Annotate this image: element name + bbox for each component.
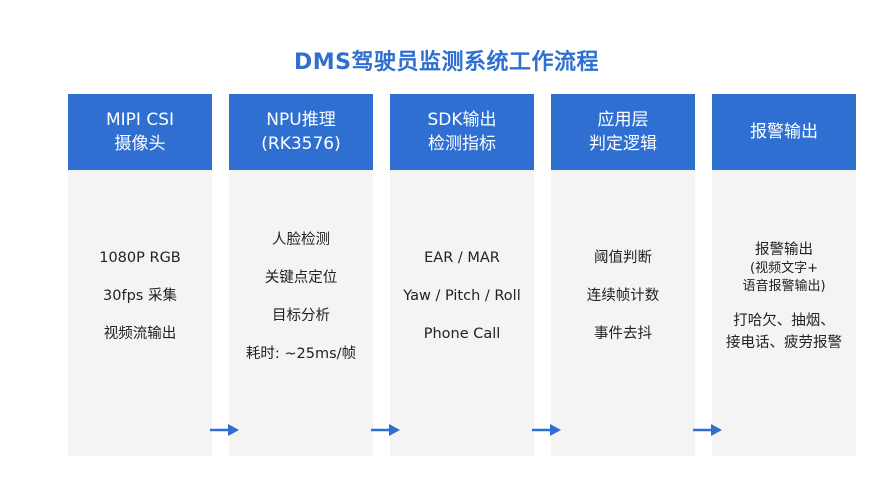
stage-item: Yaw / Pitch / Roll <box>403 288 521 304</box>
stage-item: 报警输出 <box>755 242 813 258</box>
stage-item: 1080P RGB <box>99 250 181 266</box>
stage-item: 耗时: ~25ms/帧 <box>245 346 357 362</box>
stage-app-logic: 应用层 判定逻辑 阈值判断 连续帧计数 事件去抖 <box>551 94 695 456</box>
stage-header-line: SDK输出 <box>427 110 497 130</box>
stage-body: 人脸检测 关键点定位 目标分析 耗时: ~25ms/帧 <box>229 230 373 364</box>
stage-item: Phone Call <box>423 326 501 342</box>
stage-header: 报警输出 <box>712 94 856 170</box>
stage-header-line: 应用层 <box>597 110 649 130</box>
stage-item: 打哈欠、抽烟、 <box>733 313 835 329</box>
stage-npu: NPU推理 (RK3576) 人脸检测 关键点定位 目标分析 耗时: ~25ms… <box>229 94 373 456</box>
stage-body: 1080P RGB 30fps 采集 视频流输出 <box>68 248 212 344</box>
stage-item: EAR / MAR <box>424 250 500 266</box>
stage-header-line: (RK3576) <box>261 134 341 154</box>
stage-item: 接电话、疲劳报警 <box>726 335 842 351</box>
stage-header-line: 判定逻辑 <box>589 134 657 154</box>
arrow-right-icon <box>371 424 400 436</box>
arrow-right-icon <box>693 424 722 436</box>
stage-header-line: MIPI CSI <box>105 110 175 130</box>
arrow-right-icon <box>210 424 239 436</box>
stage-item: 连续帧计数 <box>586 288 660 304</box>
stage-sdk: SDK输出 检测指标 EAR / MAR Yaw / Pitch / Roll … <box>390 94 534 456</box>
stage-item: 事件去抖 <box>594 326 652 342</box>
stage-header: 应用层 判定逻辑 <box>551 94 695 170</box>
stage-body: 阈值判断 连续帧计数 事件去抖 <box>551 248 695 344</box>
stage-header-line: NPU推理 <box>266 110 336 130</box>
stage-item: 语音报警输出) <box>742 279 826 294</box>
stage-item: 人脸检测 <box>272 232 330 248</box>
stage-header: SDK输出 检测指标 <box>390 94 534 170</box>
arrow-right-icon <box>532 424 561 436</box>
stage-header-line: 检测指标 <box>428 134 496 154</box>
stage-item: 关键点定位 <box>264 270 338 286</box>
stage-header: MIPI CSI 摄像头 <box>68 94 212 170</box>
stage-item: 30fps 采集 <box>103 288 177 304</box>
stage-item: 目标分析 <box>272 308 330 324</box>
stage-alarm: 报警输出 报警输出 (视频文字+ 语音报警输出) 打哈欠、抽烟、 接电话、疲劳报… <box>712 94 856 456</box>
stage-header-line: 摄像头 <box>114 134 166 154</box>
stage-header-line: 报警输出 <box>750 122 818 142</box>
stage-item: 视频流输出 <box>103 326 177 342</box>
stage-body: EAR / MAR Yaw / Pitch / Roll Phone Call <box>390 248 534 344</box>
stage-body: 报警输出 (视频文字+ 语音报警输出) 打哈欠、抽烟、 接电话、疲劳报警 <box>712 240 856 354</box>
stage-item: 阈值判断 <box>594 250 652 266</box>
stage-camera: MIPI CSI 摄像头 1080P RGB 30fps 采集 视频流输出 <box>68 94 212 456</box>
stage-header: NPU推理 (RK3576) <box>229 94 373 170</box>
stage-item: (视频文字+ <box>750 261 818 276</box>
diagram-title: DMS驾驶员监测系统工作流程 <box>294 50 599 75</box>
